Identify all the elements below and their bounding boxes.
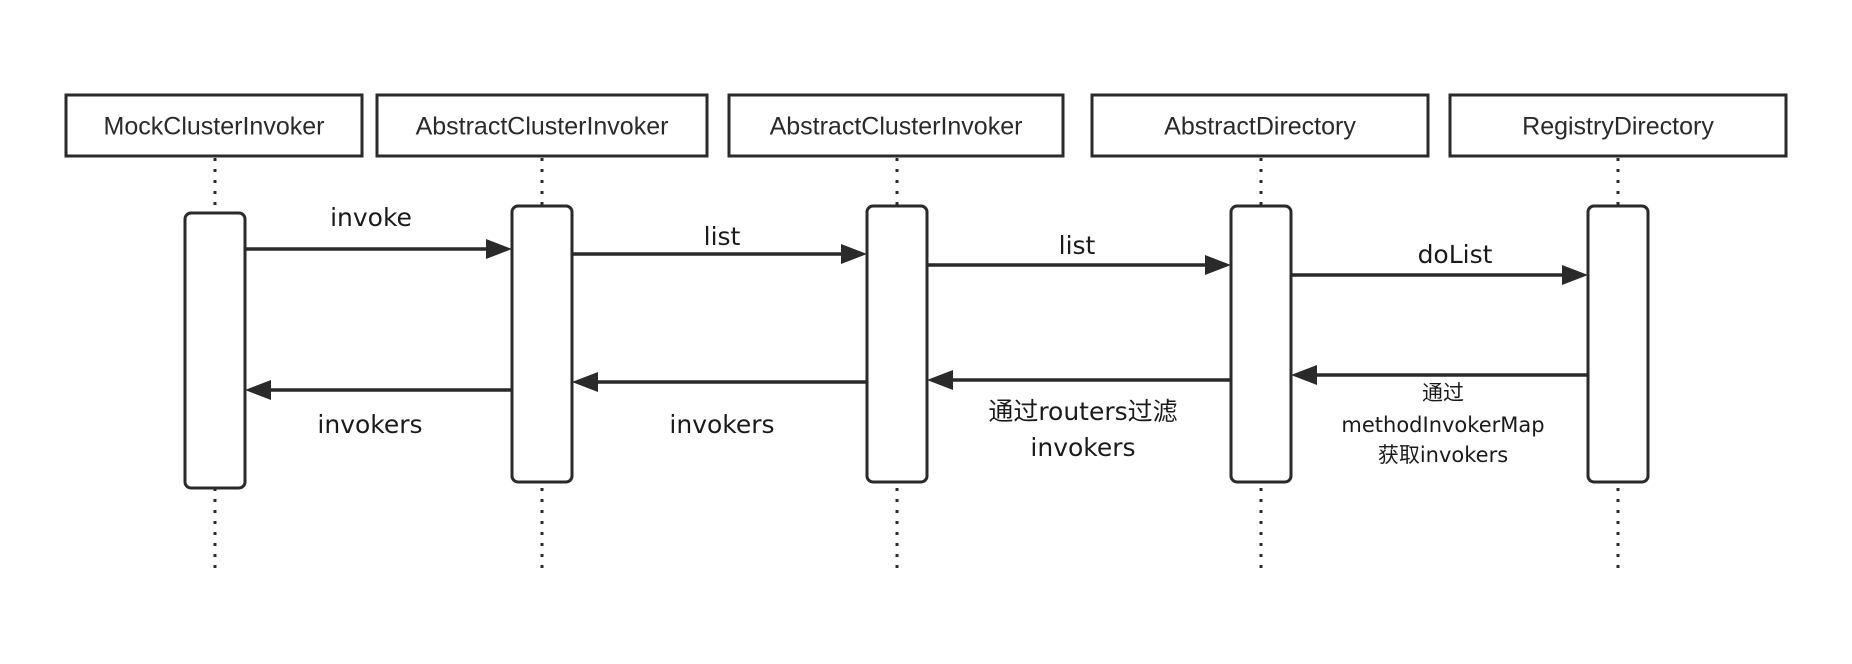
- message-4: doList: [1291, 240, 1588, 285]
- participant-box: [1090, 93, 1430, 158]
- arrowhead-icon: [572, 372, 598, 392]
- arrowhead-icon: [245, 380, 271, 400]
- participant-box: [375, 93, 709, 158]
- activation-bar-1: [183, 211, 247, 490]
- message-label: list: [704, 222, 741, 251]
- participant-2: AbstractClusterInvoker: [375, 93, 709, 158]
- participant-4: AbstractDirectory: [1090, 93, 1430, 158]
- message-label: list: [1059, 231, 1096, 260]
- arrowhead-icon: [1562, 265, 1588, 285]
- participant-5: RegistryDirectory: [1448, 93, 1788, 158]
- message-label: invoke: [330, 203, 412, 232]
- participant-3: AbstractClusterInvoker: [727, 93, 1065, 158]
- activation-bar-3: [865, 204, 929, 484]
- message-7: invokers: [572, 372, 867, 439]
- arrowhead-icon: [1205, 255, 1231, 275]
- message-3: list: [927, 231, 1231, 275]
- participant-label: RegistryDirectory: [1522, 113, 1714, 141]
- message-label: 通过: [1422, 381, 1464, 405]
- arrowhead-icon: [1291, 365, 1317, 385]
- message-label: 获取invokers: [1378, 443, 1508, 467]
- arrowhead-icon: [486, 239, 512, 259]
- message-8: invokers: [245, 380, 512, 439]
- message-label: doList: [1418, 240, 1493, 269]
- message-label: 通过routers过滤: [988, 397, 1177, 426]
- message-label: methodInvokerMap: [1341, 413, 1544, 437]
- participant-box: [64, 93, 364, 158]
- arrowhead-icon: [841, 244, 867, 264]
- message-label: invokers: [669, 410, 774, 439]
- message-6: 通过routers过滤 invokers: [927, 370, 1231, 462]
- participant-1: MockClusterInvoker: [64, 93, 364, 158]
- participant-box: [1448, 93, 1788, 158]
- participant-box: [727, 93, 1065, 158]
- participant-label: AbstractClusterInvoker: [770, 113, 1023, 141]
- activation-bar-2: [510, 204, 574, 484]
- participant-label: MockClusterInvoker: [104, 113, 325, 141]
- message-label: invokers: [317, 410, 422, 439]
- arrowhead-icon: [927, 370, 953, 390]
- message-label: invokers: [1030, 433, 1135, 462]
- activation-bar-4: [1229, 204, 1293, 484]
- message-2: list: [572, 222, 867, 264]
- message-5: 通过 methodInvokerMap 获取invokers: [1291, 365, 1588, 467]
- participant-label: AbstractDirectory: [1164, 113, 1356, 141]
- activation-bar-5: [1586, 204, 1650, 484]
- participant-label: AbstractClusterInvoker: [416, 113, 669, 141]
- message-1: invoke: [245, 203, 512, 259]
